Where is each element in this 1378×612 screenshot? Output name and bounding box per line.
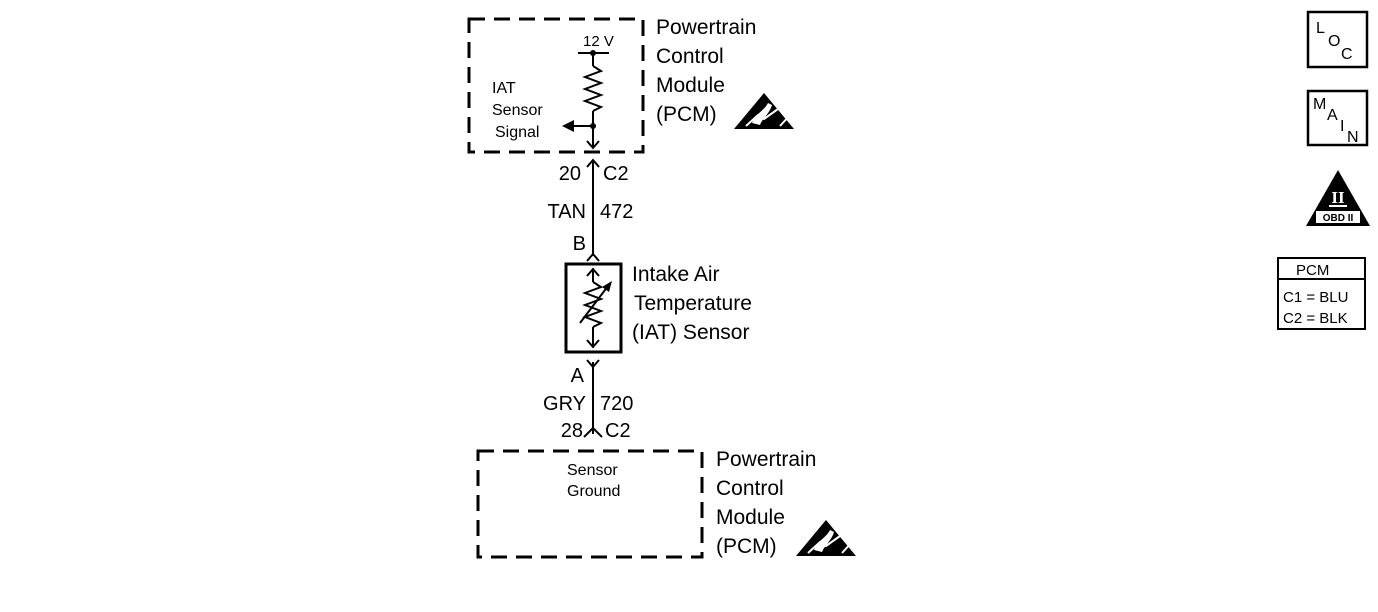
pcm-lower-title-line1: Powertrain bbox=[716, 448, 816, 471]
pcm-upper-title-line1: Powertrain bbox=[656, 16, 756, 39]
main-icon: M A I N bbox=[1306, 89, 1369, 147]
iat-signal-label-line2: Sensor bbox=[492, 102, 543, 119]
pcm-lower-boundary bbox=[476, 449, 704, 559]
iat-sensor-body bbox=[564, 262, 623, 354]
esd-warning-icon bbox=[795, 519, 857, 557]
svg-text:M: M bbox=[1313, 96, 1326, 113]
wire-color-tan: TAN bbox=[547, 201, 586, 223]
svg-text:O: O bbox=[1328, 33, 1340, 50]
sensor-ground-label-line1: Sensor bbox=[567, 462, 618, 479]
iat-signal-label-line3: Signal bbox=[495, 124, 539, 141]
signal-arrow-icon bbox=[562, 120, 574, 132]
variable-arrow-icon bbox=[602, 281, 612, 292]
pcm-upper-module: 12 V IAT Sensor Signal Powertrain Contro… bbox=[467, 16, 795, 154]
esd-warning-icon bbox=[733, 92, 795, 130]
pcm-table-row-c2: C2 = BLK bbox=[1283, 310, 1348, 327]
legend: L O C M A I N II OBD II PCM C1 = BLU C2 … bbox=[1277, 10, 1370, 330]
pcm-table-row-c1: C1 = BLU bbox=[1283, 289, 1348, 306]
svg-text:OBD II: OBD II bbox=[1323, 213, 1354, 224]
iat-signal-label-line1: IAT bbox=[492, 80, 516, 97]
connector-c2-upper: C2 bbox=[603, 163, 629, 185]
wire-tan-472: 20 C2 TAN 472 B bbox=[547, 158, 633, 262]
pullup-resistor bbox=[582, 65, 604, 112]
pcm-lower-module: Sensor Ground Powertrain Control Module … bbox=[476, 448, 857, 559]
pcm-upper-boundary bbox=[467, 17, 645, 154]
supply-voltage-label: 12 V bbox=[583, 33, 614, 50]
connector-c2-lower: C2 bbox=[605, 420, 631, 442]
pin-number-28: 28 bbox=[561, 420, 583, 442]
pcm-lower-title-line4: (PCM) bbox=[716, 535, 777, 558]
circuit-number-720: 720 bbox=[600, 393, 633, 415]
svg-text:L: L bbox=[1316, 20, 1325, 37]
svg-text:N: N bbox=[1347, 129, 1359, 146]
connector-c2-lower-terminal bbox=[583, 426, 603, 438]
sensor-ground-label-line2: Ground bbox=[567, 483, 620, 500]
thermistor-icon bbox=[582, 281, 604, 328]
svg-text:I: I bbox=[1340, 118, 1344, 135]
pcm-upper-title-line2: Control bbox=[656, 45, 724, 68]
iat-sensor-name-line3: (IAT) Sensor bbox=[632, 321, 749, 344]
pin-20-terminal bbox=[586, 140, 600, 150]
svg-text:C: C bbox=[1341, 46, 1353, 63]
obd-ii-icon: II OBD II bbox=[1306, 170, 1370, 226]
wire-color-gry: GRY bbox=[543, 393, 586, 415]
pcm-upper-title-line3: Module bbox=[656, 74, 725, 97]
pcm-upper-title-line4: (PCM) bbox=[656, 103, 717, 126]
pcm-lower-title-line3: Module bbox=[716, 506, 785, 529]
iat-sensor-name-line1: Intake Air bbox=[632, 263, 720, 286]
svg-text:II: II bbox=[1331, 188, 1345, 207]
iat-sensor-name-line2: Temperature bbox=[634, 292, 752, 315]
sensor-terminal-b bbox=[586, 252, 600, 262]
pin-number-20: 20 bbox=[559, 163, 581, 185]
pcm-connector-table: PCM C1 = BLU C2 = BLK bbox=[1277, 257, 1366, 330]
svg-text:A: A bbox=[1327, 107, 1338, 124]
iat-sensor: Intake Air Temperature (IAT) Sensor bbox=[564, 262, 752, 354]
sensor-terminal-b-label: B bbox=[573, 233, 586, 255]
pcm-table-header: PCM bbox=[1296, 262, 1329, 279]
wire-gry-720: A GRY 720 28 C2 bbox=[543, 359, 633, 442]
pcm-lower-title-line2: Control bbox=[716, 477, 784, 500]
loc-icon: L O C bbox=[1306, 10, 1369, 69]
sensor-terminal-a-label: A bbox=[571, 365, 585, 387]
circuit-number-472: 472 bbox=[600, 201, 633, 223]
